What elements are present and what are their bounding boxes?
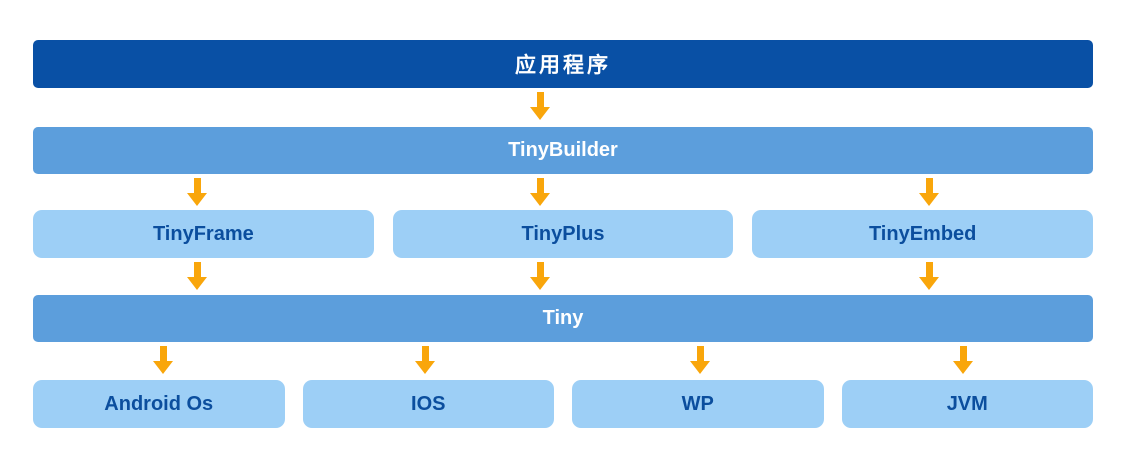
box-jvm-label: JVM	[946, 392, 988, 415]
layer-application: 应用程序	[33, 40, 1093, 88]
down-arrow-icon	[187, 262, 207, 290]
mid-boxes-row: TinyFrame TinyPlus TinyEmbed	[33, 210, 1094, 258]
down-arrow-icon	[415, 346, 435, 374]
box-jvm: JVM	[841, 380, 1093, 428]
box-ios-label: IOS	[411, 392, 446, 415]
box-tinyplus: TinyPlus	[392, 210, 734, 258]
layer-tinybuilder: TinyBuilder	[33, 127, 1093, 174]
box-android-os-label: Android Os	[104, 392, 214, 415]
box-tinyframe: TinyFrame	[33, 210, 374, 258]
down-arrow-icon	[153, 346, 173, 374]
down-arrow-icon	[187, 178, 207, 206]
arrow-row-tiny-to-platforms	[33, 342, 1093, 380]
box-tinyembed-label: TinyEmbed	[868, 222, 977, 245]
arrow-row-mid-to-tiny	[33, 258, 1093, 295]
box-wp: WP	[572, 380, 824, 428]
box-wp-label: WP	[681, 392, 714, 415]
down-arrow-icon	[919, 178, 939, 206]
down-arrow-icon	[530, 178, 550, 206]
down-arrow-icon	[530, 262, 550, 290]
down-arrow-icon	[953, 346, 973, 374]
box-ios: IOS	[302, 380, 554, 428]
layer-application-label: 应用程序	[515, 54, 611, 77]
box-android-os: Android Os	[33, 380, 285, 428]
box-tinyplus-label: TinyPlus	[521, 222, 605, 245]
platform-boxes-row: Android Os IOS WP JVM	[33, 380, 1093, 428]
down-arrow-icon	[530, 92, 550, 120]
layer-tiny-label: Tiny	[542, 307, 584, 329]
down-arrow-icon	[919, 262, 939, 290]
box-tinyframe-label: TinyFrame	[152, 222, 254, 245]
layer-tinybuilder-label: TinyBuilder	[508, 139, 618, 161]
arrow-row-builder-to-mid	[33, 174, 1093, 210]
arrow-row-app-to-builder	[33, 88, 1093, 127]
layer-tiny: Tiny	[33, 295, 1093, 342]
box-tinyembed: TinyEmbed	[752, 210, 1094, 258]
down-arrow-icon	[690, 346, 710, 374]
